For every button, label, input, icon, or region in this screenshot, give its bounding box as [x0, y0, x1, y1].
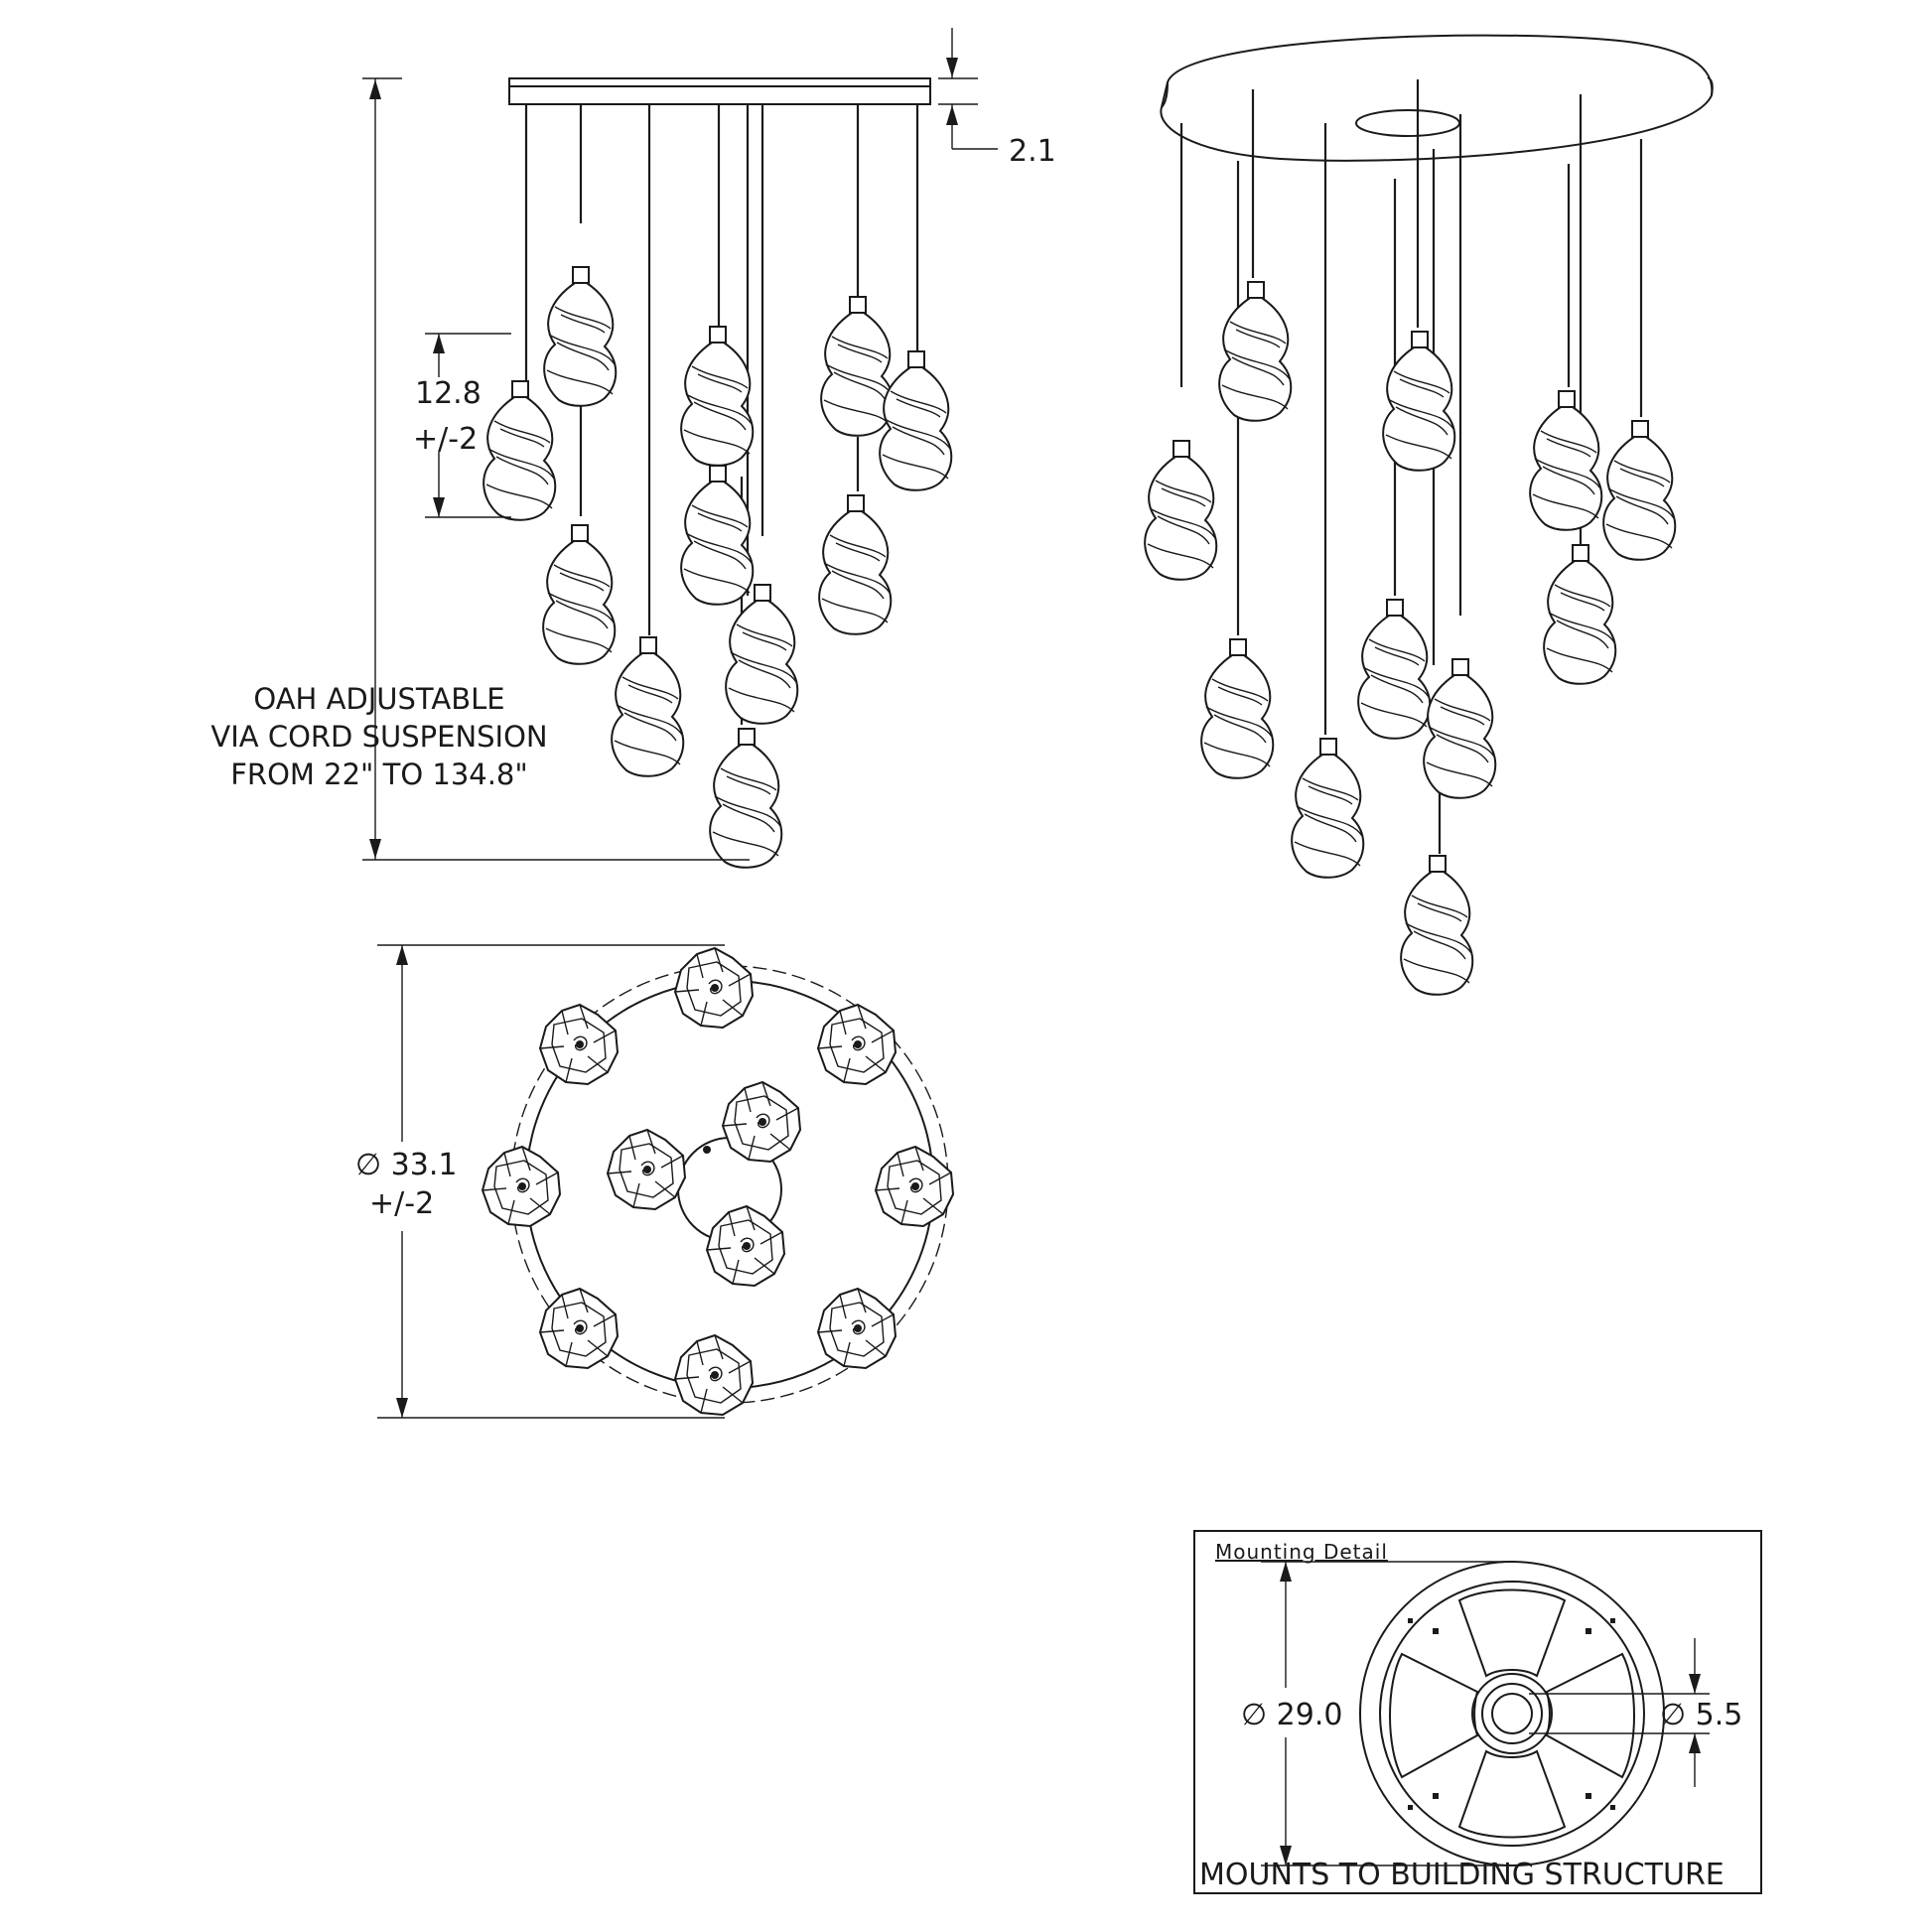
- perspective-view: [1144, 34, 1714, 996]
- pendant-height-label: 12.8: [415, 376, 482, 411]
- mounting-detail-title: Mounting Detail: [1215, 1540, 1388, 1564]
- plan-view: ∅ 33.1 +/-2: [355, 944, 954, 1419]
- mounting-detail: Mounting Detail ∅ 29.0: [1193, 1530, 1762, 1894]
- plan-tolerance-label: +/-2: [369, 1186, 434, 1221]
- oah-note-line-3: FROM 22" TO 134.8": [230, 758, 527, 791]
- oah-note-line-1: OAH ADJUSTABLE: [253, 682, 504, 716]
- plan-diameter-label: ∅ 33.1: [355, 1148, 457, 1182]
- oah-note-line-2: VIA CORD SUSPENSION: [210, 720, 547, 754]
- canopy-height-label: 2.1: [1009, 134, 1056, 169]
- oah-dimension: [362, 77, 750, 861]
- mounting-detail-frame: [1193, 1530, 1762, 1894]
- side-view: 2.1 12.8 +/-2 OAH ADJUSTABLE VIA CORD SU…: [210, 28, 1056, 869]
- canopy-perspective: [1160, 34, 1714, 162]
- plate-diameter-dimension: [1261, 1561, 1512, 1866]
- canopy-height-dimension: [938, 28, 998, 150]
- center-diameter-label: ∅ 5.5: [1660, 1698, 1742, 1732]
- mounting-note: MOUNTS TO BUILDING STRUCTURE: [1199, 1858, 1725, 1892]
- center-diameter-dimension: [1529, 1638, 1710, 1787]
- plate-diameter-label: ∅ 29.0: [1241, 1698, 1342, 1732]
- canopy-side: [508, 77, 931, 105]
- pendant-height-dimension: [425, 333, 511, 518]
- pendant-tolerance-label: +/-2: [413, 422, 478, 457]
- plan-diameter-dimension: [377, 944, 725, 1419]
